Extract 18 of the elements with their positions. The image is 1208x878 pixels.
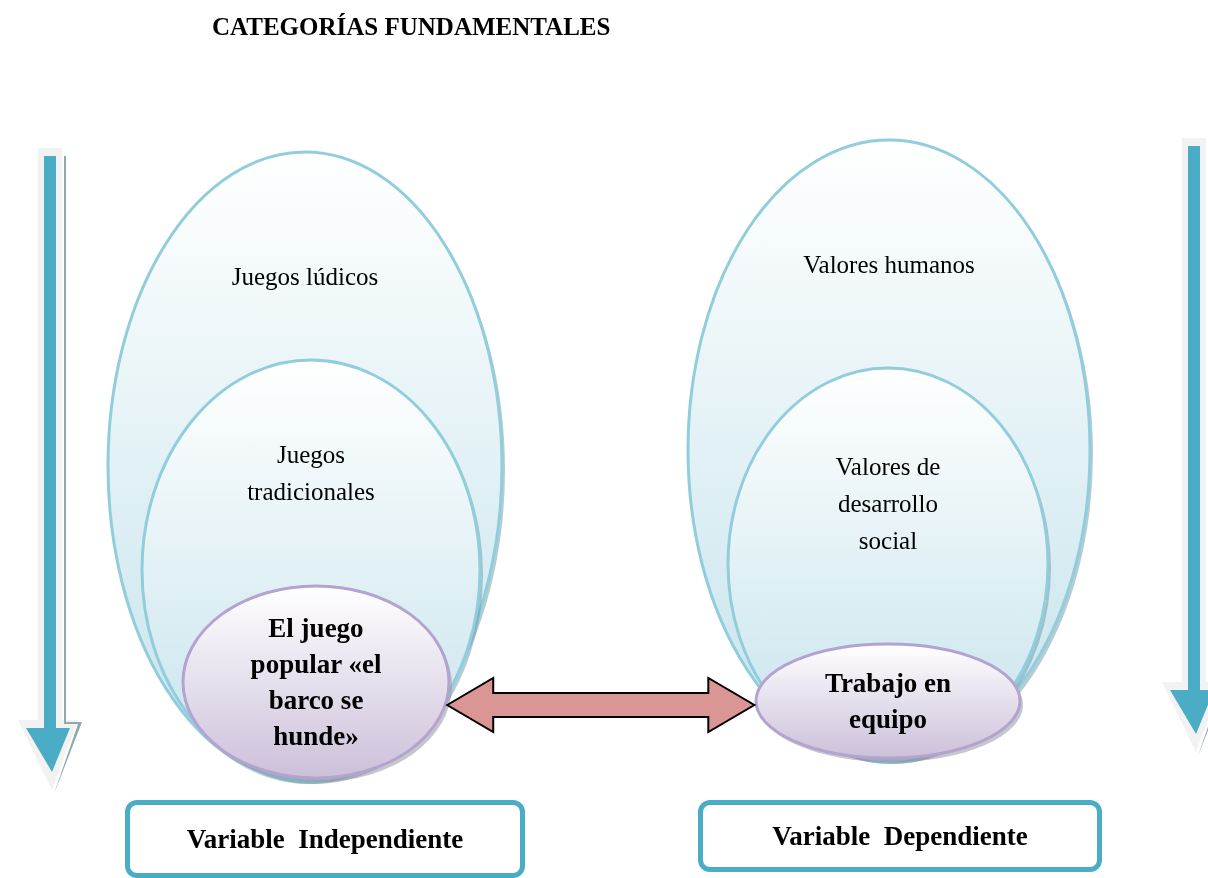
- category-label: Trabajo en equipo: [823, 667, 953, 736]
- core-ellipse: [181, 584, 451, 780]
- variable-label: Variable Independiente: [186, 822, 464, 856]
- core-ellipse: [754, 642, 1022, 760]
- category-label: Juegos lúdicos: [230, 262, 380, 292]
- category-ellipse: [140, 358, 482, 782]
- title: CATEGORÍAS FUNDAMENTALES: [212, 12, 611, 42]
- variable-box: [125, 800, 525, 878]
- category-ellipse: [106, 150, 504, 782]
- variable-box: [698, 800, 1102, 872]
- category-ellipse: [726, 366, 1050, 762]
- variable-label: Variable Dependiente: [772, 819, 1028, 853]
- double-arrow: [445, 676, 757, 734]
- category-label: Valores de desarrollo social: [834, 452, 942, 556]
- category-label: Juegos tradicionales: [246, 440, 376, 507]
- category-ellipse: [686, 138, 1092, 762]
- category-label: El juego popular «el barco se hunde»: [249, 612, 383, 753]
- category-label: Valores humanos: [802, 250, 976, 280]
